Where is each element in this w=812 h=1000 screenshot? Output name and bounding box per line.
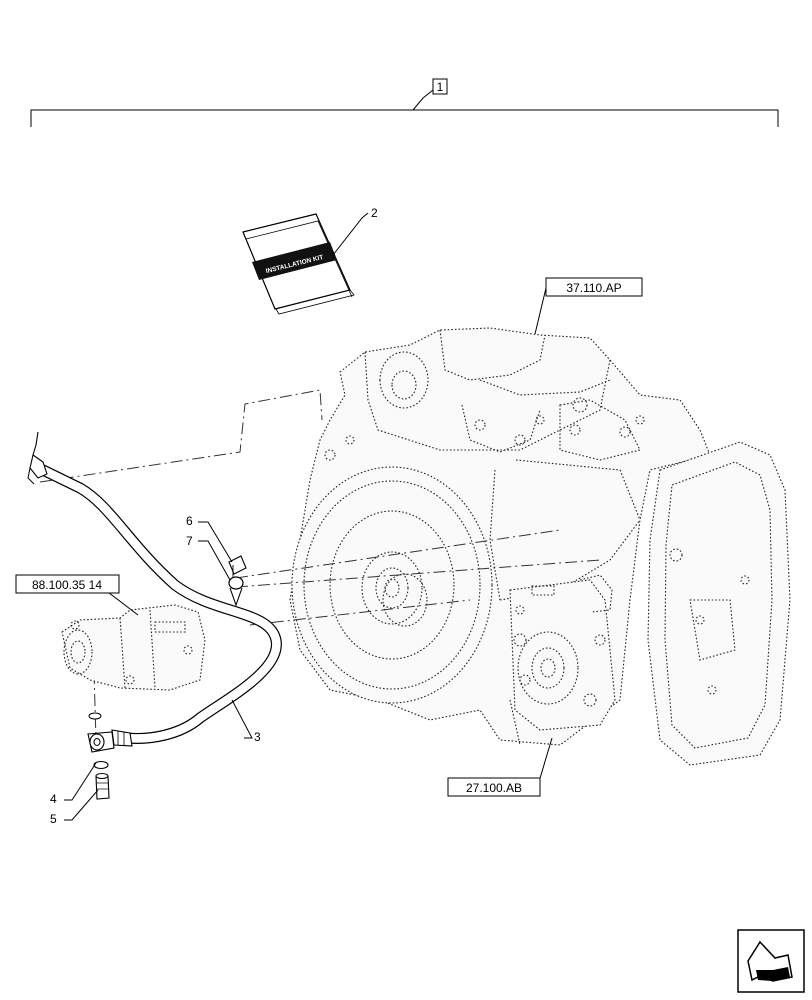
rear-flange [647,441,791,766]
callout-5[interactable]: 5 [50,812,57,826]
callout-6[interactable]: 6 [186,514,193,528]
callout-3[interactable]: 3 [254,730,261,744]
callout-4[interactable]: 4 [50,792,57,806]
callout-2[interactable]: 2 [371,206,378,220]
reference-pump [61,604,206,691]
assembly-bracket: 1 [30,78,779,127]
banjo-bolt [95,773,110,800]
sealing-washer [93,760,109,770]
next-page-arrow-icon[interactable] [737,929,805,993]
reference-box-37-110-ap[interactable]: 37.110.AP [545,277,643,297]
reference-box-27-100-ab[interactable]: 27.100.AB [447,777,541,797]
reference-37-110-ap[interactable]: 37.110.AP [566,281,621,295]
reference-box-88-100-35-14[interactable]: 88.100.35 14 [15,574,120,594]
callout-1[interactable]: 1 [437,80,444,94]
routing-lines [39,389,601,741]
hydraulic-hose [27,431,282,747]
installation-kit-booklet: INSTALLATION KIT [242,213,355,315]
small-washer [88,712,102,720]
hose-clamp [228,555,247,607]
reference-88-100-35-14[interactable]: 88.100.35 14 [32,578,102,592]
reference-27-100-ab[interactable]: 27.100.AB [466,781,522,795]
banjo-fitting [87,731,115,753]
callout-7[interactable]: 7 [186,534,193,548]
hydraulic-pump-block [509,574,616,731]
bell-housing [291,466,493,704]
